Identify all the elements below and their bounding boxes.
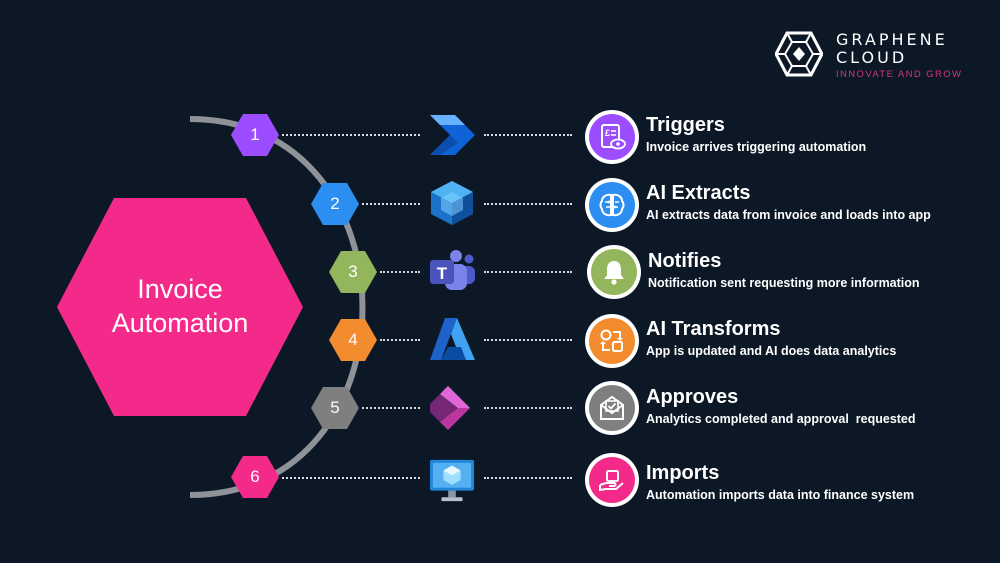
svg-text:T: T bbox=[437, 264, 448, 283]
step-6-connector-right bbox=[484, 477, 572, 479]
step-2-connector-left bbox=[362, 203, 420, 205]
step-6-circle bbox=[585, 453, 639, 507]
step-6-title: Imports bbox=[646, 462, 720, 484]
invoice-eye-icon: £ bbox=[601, 124, 626, 150]
step-4-title: AI Transforms bbox=[646, 318, 781, 340]
step-5-circle bbox=[585, 381, 639, 435]
step-2-description: AI extracts data from invoice and loads … bbox=[646, 208, 931, 222]
step-5-connector-right bbox=[484, 407, 572, 409]
azure-icon bbox=[430, 318, 475, 360]
ai-builder-icon bbox=[431, 181, 473, 225]
step-4-circle bbox=[585, 314, 639, 368]
step-2-number: 2 bbox=[311, 183, 359, 225]
step-6-description: Automation imports data into finance sys… bbox=[646, 488, 915, 502]
power-automate-icon bbox=[430, 115, 475, 155]
brain-icon bbox=[599, 193, 625, 217]
step-5-description: Analytics completed and approval request… bbox=[646, 412, 916, 426]
step-3-connector-left bbox=[380, 271, 420, 273]
graphene-hexagon-logo-icon bbox=[775, 31, 823, 77]
step-4-connector-left bbox=[380, 339, 420, 341]
step-3-title: Notifies bbox=[648, 250, 722, 272]
step-1-connector-right bbox=[484, 134, 572, 136]
main-hexagon bbox=[57, 198, 303, 416]
step-2-circle bbox=[585, 178, 639, 232]
step-6-number: 6 bbox=[231, 456, 279, 498]
step-1-circle: £ bbox=[585, 110, 639, 164]
main-title: Invoice Automation bbox=[111, 274, 249, 338]
step-1-number: 1 bbox=[231, 114, 279, 156]
step-4-connector-right bbox=[484, 339, 572, 341]
logo-text-line1: GRAPHENE bbox=[836, 30, 948, 49]
bell-icon bbox=[604, 261, 624, 285]
logo-text-line2: CLOUD bbox=[836, 48, 908, 67]
step-6-connector-left bbox=[282, 477, 420, 479]
step-4-description: App is updated and AI does data analytic… bbox=[646, 344, 897, 358]
step-5-title: Approves bbox=[646, 386, 739, 408]
step-2-connector-right bbox=[484, 203, 572, 205]
virtual-machine-icon bbox=[429, 459, 475, 502]
step-5-connector-left bbox=[362, 407, 420, 409]
step-3-number: 3 bbox=[329, 251, 377, 293]
power-apps-icon bbox=[430, 386, 470, 430]
step-1-description: Invoice arrives triggering automation bbox=[646, 140, 867, 154]
approval-envelope-icon bbox=[600, 395, 624, 420]
step-4-number: 4 bbox=[329, 319, 377, 361]
svg-text:£: £ bbox=[605, 128, 610, 138]
step-1-title: Triggers bbox=[646, 114, 725, 136]
step-3-circle bbox=[587, 245, 641, 299]
logo-tagline: INNOVATE AND GROW bbox=[836, 69, 963, 80]
hand-cube-icon bbox=[599, 470, 624, 492]
step-1-connector-left bbox=[282, 134, 420, 136]
step-3-description: Notification sent requesting more inform… bbox=[648, 276, 920, 290]
graphene-cloud-logo: GRAPHENE CLOUD INNOVATE AND GROW bbox=[775, 30, 985, 82]
teams-icon: T bbox=[430, 250, 475, 290]
transform-arrows-icon bbox=[600, 329, 623, 352]
step-5-number: 5 bbox=[311, 387, 359, 429]
step-3-connector-right bbox=[484, 271, 572, 273]
step-2-title: AI Extracts bbox=[646, 182, 751, 204]
